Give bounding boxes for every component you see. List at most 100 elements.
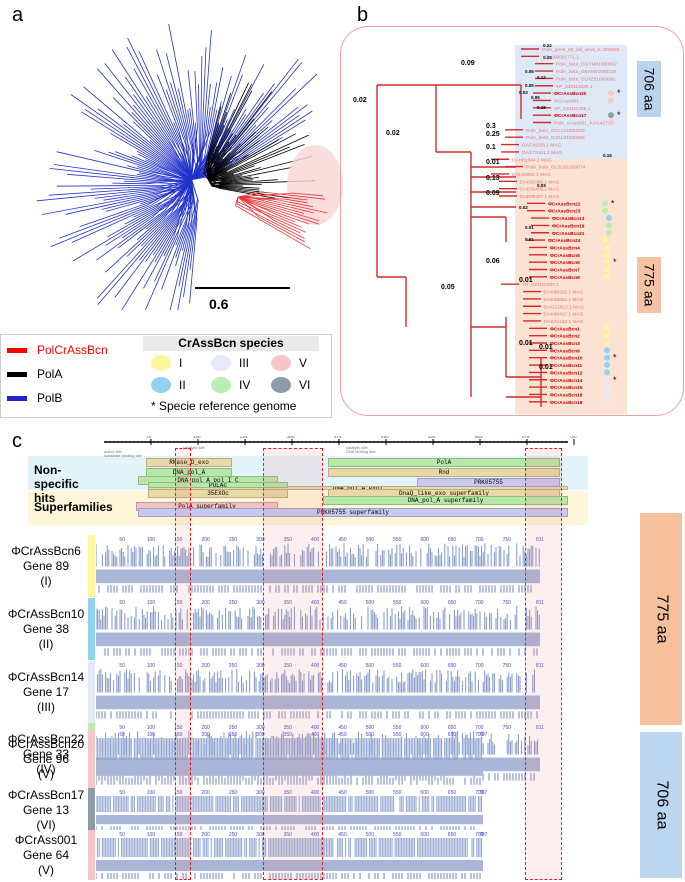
axis-tick-label: 200 <box>201 790 210 796</box>
polcrassbcn-clade <box>235 191 328 250</box>
species-dot <box>271 377 291 393</box>
pola-branch <box>208 167 262 180</box>
branch-length-label: 0.06 <box>486 258 500 265</box>
polcrassbcn-branch <box>238 195 315 214</box>
leaf-label: ΦCrAss001 <box>554 98 579 104</box>
species-dot <box>604 347 610 354</box>
polb-branch <box>65 179 192 215</box>
leaf-label: PolA_gene_58_lail_virus_K..003583 <box>542 47 620 53</box>
legend-label: PolB <box>37 391 63 405</box>
polb-branch <box>191 130 232 180</box>
species-dot <box>604 332 610 339</box>
axis-tick-label: 300 <box>256 725 265 731</box>
legend-label: PolCrAssBcn <box>37 343 108 357</box>
region-highlight-2 <box>263 448 323 880</box>
polb-clade <box>36 23 318 310</box>
pola-branch <box>208 133 296 180</box>
leaf-label: PolA_beta_OLSC01000074 <box>526 165 586 171</box>
polb-branch <box>132 104 192 180</box>
axis-tick-label: 300 <box>256 600 265 606</box>
ruler-tick-label: 525 <box>428 436 436 439</box>
axis-tick-label: 400 <box>311 600 320 606</box>
species-dot <box>271 355 291 371</box>
site-label-catalytic: catalytic site <box>183 445 205 450</box>
axis-tick-label: 350 <box>284 725 293 731</box>
axis-tick-label: 100 <box>147 725 156 731</box>
leaf-label: ΦCrAssBcn18 <box>550 400 583 406</box>
sequence-length-label: 811 <box>536 725 544 731</box>
axis-tick-label: 700 <box>475 663 484 669</box>
axis-tick-label: 550 <box>393 600 402 606</box>
leaf-label: DAE09407.1 MAG <box>520 194 560 200</box>
leaf-label: DAK95322.1 MAG <box>544 290 584 296</box>
axis-tick-label: 150 <box>174 663 183 669</box>
polb-branch <box>108 151 192 181</box>
polcrassbcn-branch <box>238 193 308 201</box>
axis-tick-label: 500 <box>366 832 375 838</box>
axis-tick-label: 300 <box>256 537 265 543</box>
leaf-label: PolA_beta_OGYM01000002 <box>556 62 617 68</box>
polcrassbcn-branch <box>238 196 328 214</box>
axis-tick-label: 450 <box>338 732 347 738</box>
gene-id: Gene 13 <box>22 803 70 817</box>
axis-tick-label: 450 <box>338 600 347 606</box>
polb-branch <box>146 179 192 230</box>
polcrassbcn-branch <box>237 196 305 243</box>
panel-label-b: b <box>357 4 369 26</box>
phage-name: ΦCrAssBcn6 <box>11 543 81 558</box>
species-dot <box>602 237 608 244</box>
phage-name: ΦCrAssBcn14 <box>7 669 85 684</box>
branch-length-label: 0.25 <box>486 131 500 138</box>
leaf-label: ΦCrAssBcn20 <box>554 91 587 97</box>
polb-branch <box>97 108 192 180</box>
polb-branch <box>178 179 193 287</box>
axis-tick-label: 600 <box>420 832 429 838</box>
species-group: (IV) <box>36 761 56 776</box>
ruler-tick-label: 750 <box>569 436 577 439</box>
axis-tick-label: 300 <box>256 732 265 738</box>
species-dot <box>608 97 614 104</box>
branch-length-label: 0.05 <box>525 83 534 88</box>
leaf-label: ΦCrAssBcn1 <box>550 326 580 332</box>
species-dot <box>604 376 610 383</box>
species-group: (I) <box>40 573 52 588</box>
ruler-tick-label: 300 <box>287 436 295 439</box>
branch-length-label: 0.1 <box>486 144 496 151</box>
aa-706-sidebar: 706 aa <box>640 732 682 878</box>
axis-tick-label: 450 <box>338 725 347 731</box>
axis-tick-label: 750 <box>503 725 512 731</box>
leaf-label: ΦCrAssBcn22 <box>548 201 581 207</box>
axis-tick-label: 500 <box>366 537 375 543</box>
axis-tick-label: 150 <box>174 725 183 731</box>
polb-branch <box>126 46 192 180</box>
axis-tick-label: 500 <box>366 600 375 606</box>
polb-branch <box>165 53 192 180</box>
axis-tick-label: 500 <box>366 790 375 796</box>
axis-tick-label: 550 <box>393 790 402 796</box>
leaf-label: ΦCrAssBcn13 <box>552 216 585 222</box>
panel-label-a: a <box>12 4 24 26</box>
leaf-label: DAK89862.1 MAG <box>544 297 584 303</box>
branch-length-label: 0.3 <box>486 123 496 130</box>
ruler-tick-label: 375 <box>334 436 342 439</box>
polb-branch <box>56 179 192 187</box>
legend-swatch <box>7 371 27 377</box>
axis-tick-label: 700 <box>475 600 484 606</box>
axis-tick-label: 650 <box>448 832 457 838</box>
species-dot <box>606 222 612 229</box>
ruler-tick-label: 675 <box>522 436 530 439</box>
leaf-label: YP_010111639.1 <box>556 84 593 90</box>
clade-706-highlight <box>515 45 627 159</box>
sequence-length-label: 811 <box>536 537 544 543</box>
ruler-tick-label: 75 <box>146 436 152 439</box>
legend-label: PolA <box>37 367 63 381</box>
leaf-label: DAG75161.1 MAG <box>522 150 562 156</box>
